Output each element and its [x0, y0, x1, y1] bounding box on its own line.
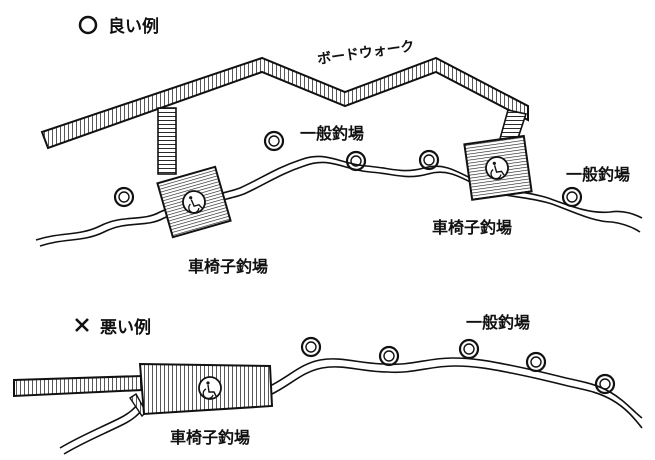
- cross-marker-icon: [75, 318, 89, 332]
- wheelchair-symbol-icon: [490, 161, 505, 180]
- bad-example-section: 悪い例: [13, 313, 643, 455]
- bad-example-heading: 悪い例: [100, 317, 151, 338]
- wheelchair-platform-left: [156, 165, 232, 239]
- angler-circle-icon: [525, 351, 547, 373]
- wheelchair-symbol-icon: [188, 196, 203, 214]
- wheelchair-fishing-label-right: 車椅子釣場: [432, 218, 512, 237]
- connector-left: [157, 107, 177, 175]
- wheelchair-platform-right: [463, 134, 533, 201]
- wheelchair-fishing-label-left: 車椅子釣場: [188, 257, 268, 276]
- general-fishing-label-left: 一般釣場: [300, 124, 364, 143]
- angler-circle-icon: [113, 186, 135, 208]
- wheelchair-fishing-label-bad: 車椅子釣場: [170, 428, 250, 447]
- boardwalk: [40, 56, 529, 150]
- angler-circle-icon: [561, 186, 583, 208]
- circle-marker-icon: [78, 15, 98, 35]
- angler-circle-icon: [345, 150, 367, 172]
- boardwalk-label: ボードウォーク: [316, 38, 415, 67]
- good-example-heading: 良い例: [108, 16, 159, 37]
- angler-circle-icon: [378, 345, 400, 367]
- good-example-section: 良い例 ボードウォーク: [35, 15, 643, 276]
- general-fishing-label-right: 一般釣場: [566, 165, 630, 184]
- angler-circle-icon: [263, 130, 285, 152]
- wheelchair-symbol-icon: [202, 381, 217, 400]
- angler-circle-icon: [418, 149, 440, 171]
- anglers-good: [113, 130, 583, 208]
- general-fishing-label-bad: 一般釣場: [466, 313, 530, 332]
- angler-circle-icon: [458, 338, 480, 360]
- angler-circle-icon: [594, 373, 616, 395]
- anglers-bad: [300, 336, 616, 395]
- shoreline-good: [35, 155, 643, 241]
- wheelchair-platform-bad: [138, 362, 274, 416]
- angler-circle-icon: [300, 336, 322, 358]
- walkway-bad: [13, 374, 143, 398]
